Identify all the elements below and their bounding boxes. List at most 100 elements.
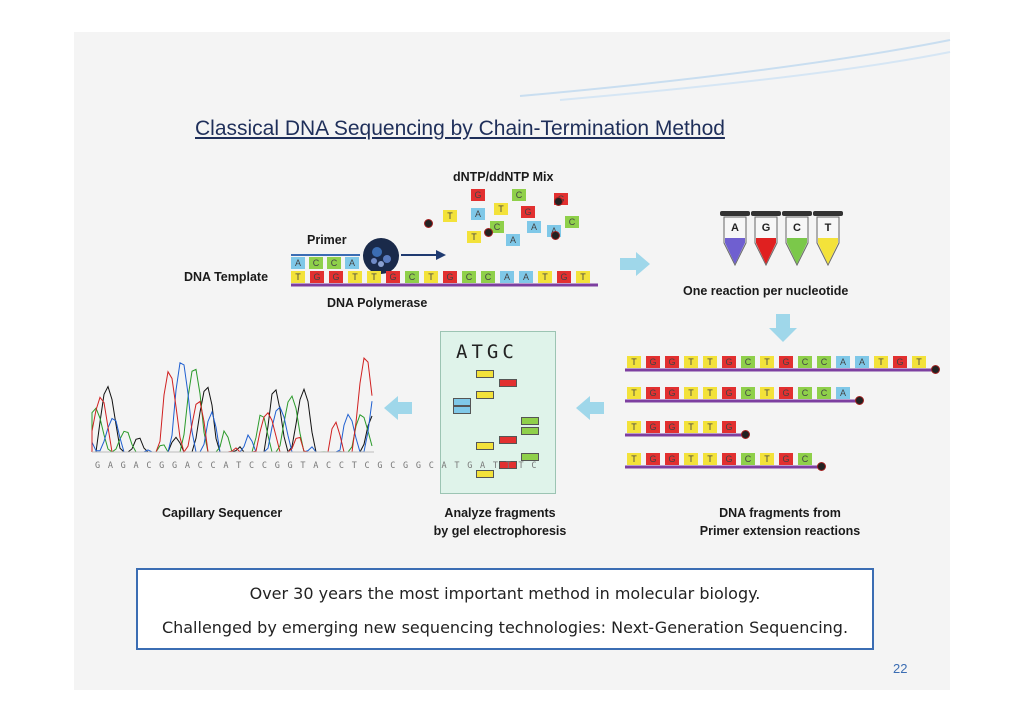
primer-nucleotide: A bbox=[345, 257, 359, 269]
fragment-nucleotide: T bbox=[684, 387, 698, 399]
template-nucleotide: C bbox=[462, 271, 476, 283]
template-nucleotide: T bbox=[424, 271, 438, 283]
fragment-nucleotide: T bbox=[684, 356, 698, 368]
fragment-nucleotide: G bbox=[779, 453, 793, 465]
mix-nucleotide: A bbox=[527, 221, 541, 233]
template-label: DNA Template bbox=[184, 270, 269, 284]
page-number: 22 bbox=[893, 661, 908, 676]
decorative-swoosh bbox=[519, 39, 951, 97]
fragment-nucleotide: T bbox=[627, 421, 641, 433]
polymerase-direction-arrowhead bbox=[436, 250, 446, 260]
mix-nucleotide: C bbox=[512, 189, 526, 201]
fragment-nucleotide: T bbox=[627, 387, 641, 399]
mix-nucleotide: C bbox=[565, 216, 579, 228]
template-nucleotide: C bbox=[405, 271, 419, 283]
fragment-nucleotide: C bbox=[798, 387, 812, 399]
template-nucleotide: T bbox=[291, 271, 305, 283]
fragment-nucleotide: T bbox=[684, 421, 698, 433]
tube-label: T bbox=[824, 222, 832, 234]
terminator-dot bbox=[931, 365, 940, 374]
fragment-nucleotide: T bbox=[684, 453, 698, 465]
fragment-nucleotide: G bbox=[646, 356, 660, 368]
gel-band bbox=[499, 436, 517, 444]
fragment-nucleotide: T bbox=[627, 453, 641, 465]
tube-label: C bbox=[793, 222, 801, 234]
fragment-nucleotide: C bbox=[798, 453, 812, 465]
fragment-nucleotide: C bbox=[741, 387, 755, 399]
gel-band bbox=[476, 442, 494, 450]
fragment-nucleotide: G bbox=[722, 387, 736, 399]
reaction-tube-icon bbox=[782, 211, 812, 267]
mix-nucleotide: A bbox=[471, 208, 485, 220]
fragment-nucleotide: A bbox=[836, 356, 850, 368]
chromatogram bbox=[91, 357, 374, 454]
terminator-dot bbox=[741, 430, 750, 439]
terminator-dot bbox=[817, 462, 826, 471]
arrow-left-icon bbox=[384, 396, 412, 420]
reaction-tube-icon bbox=[720, 211, 750, 267]
template-nucleotide: G bbox=[386, 271, 400, 283]
fragment-nucleotide: C bbox=[741, 453, 755, 465]
primer-nucleotide: C bbox=[309, 257, 323, 269]
gel-lane-headers: ATGC bbox=[456, 341, 518, 363]
fragment-nucleotide: G bbox=[722, 356, 736, 368]
gel-band bbox=[453, 406, 471, 414]
terminator-dot bbox=[855, 396, 864, 405]
fragment-nucleotide: G bbox=[665, 453, 679, 465]
terminator-dot bbox=[484, 228, 493, 237]
chromatogram-trace bbox=[91, 357, 373, 454]
fragment-nucleotide: T bbox=[760, 387, 774, 399]
fragment-nucleotide: G bbox=[722, 453, 736, 465]
template-nucleotide: A bbox=[519, 271, 533, 283]
arrow-down-icon bbox=[769, 314, 797, 342]
primer-nucleotide: A bbox=[291, 257, 305, 269]
polymerase-label: DNA Polymerase bbox=[327, 296, 428, 310]
template-nucleotide: G bbox=[329, 271, 343, 283]
fragment-nucleotide: A bbox=[836, 387, 850, 399]
reaction-tube-icon bbox=[751, 211, 781, 267]
template-nucleotide: T bbox=[348, 271, 362, 283]
mix-nucleotide: G bbox=[471, 189, 485, 201]
fragment-nucleotide: C bbox=[741, 356, 755, 368]
fragment-nucleotide: T bbox=[703, 421, 717, 433]
fragment-nucleotide: C bbox=[817, 356, 831, 368]
fragments-label-2: Primer extension reactions bbox=[699, 524, 861, 538]
reaction-tube-icon bbox=[813, 211, 843, 267]
chromatogram-sequence: G A G A C G G A C C A T C C G G T A C C … bbox=[95, 461, 538, 471]
capillary-label: Capillary Sequencer bbox=[162, 506, 283, 520]
tube-label: A bbox=[731, 222, 739, 234]
gel-band bbox=[499, 379, 517, 387]
fragment-nucleotide: G bbox=[893, 356, 907, 368]
mix-label: dNTP/ddNTP Mix bbox=[453, 170, 554, 184]
mix-nucleotide: C bbox=[490, 221, 504, 233]
gel-band bbox=[476, 370, 494, 378]
fragment-nucleotide: T bbox=[627, 356, 641, 368]
template-nucleotide: G bbox=[310, 271, 324, 283]
gel-band bbox=[521, 453, 539, 461]
terminator-dot bbox=[424, 219, 433, 228]
fragment-nucleotide: T bbox=[760, 453, 774, 465]
fragment-nucleotide: G bbox=[779, 356, 793, 368]
template-nucleotide: T bbox=[576, 271, 590, 283]
mix-nucleotide: T bbox=[467, 231, 481, 243]
terminator-dot bbox=[551, 231, 560, 240]
template-nucleotide: G bbox=[443, 271, 457, 283]
fragment-nucleotide: G bbox=[646, 453, 660, 465]
terminator-dot bbox=[554, 197, 563, 206]
fragment-nucleotide: C bbox=[817, 387, 831, 399]
analyze-label-1: Analyze fragments bbox=[444, 506, 556, 520]
gel bbox=[440, 331, 556, 494]
one-reaction-label: One reaction per nucleotide bbox=[683, 284, 849, 298]
primer-label: Primer bbox=[307, 233, 347, 247]
decorative-swoosh bbox=[559, 51, 951, 101]
summary-box: Over 30 years the most important method … bbox=[136, 568, 874, 650]
mix-nucleotide: G bbox=[521, 206, 535, 218]
template-nucleotide: T bbox=[367, 271, 381, 283]
mix-nucleotide: T bbox=[443, 210, 457, 222]
fragment-nucleotide: A bbox=[855, 356, 869, 368]
analyze-label-2: by gel electrophoresis bbox=[433, 524, 567, 538]
fragment-nucleotide: T bbox=[703, 453, 717, 465]
gel-band bbox=[521, 427, 539, 435]
gel-band bbox=[499, 461, 517, 469]
arrow-left-icon bbox=[576, 396, 604, 420]
